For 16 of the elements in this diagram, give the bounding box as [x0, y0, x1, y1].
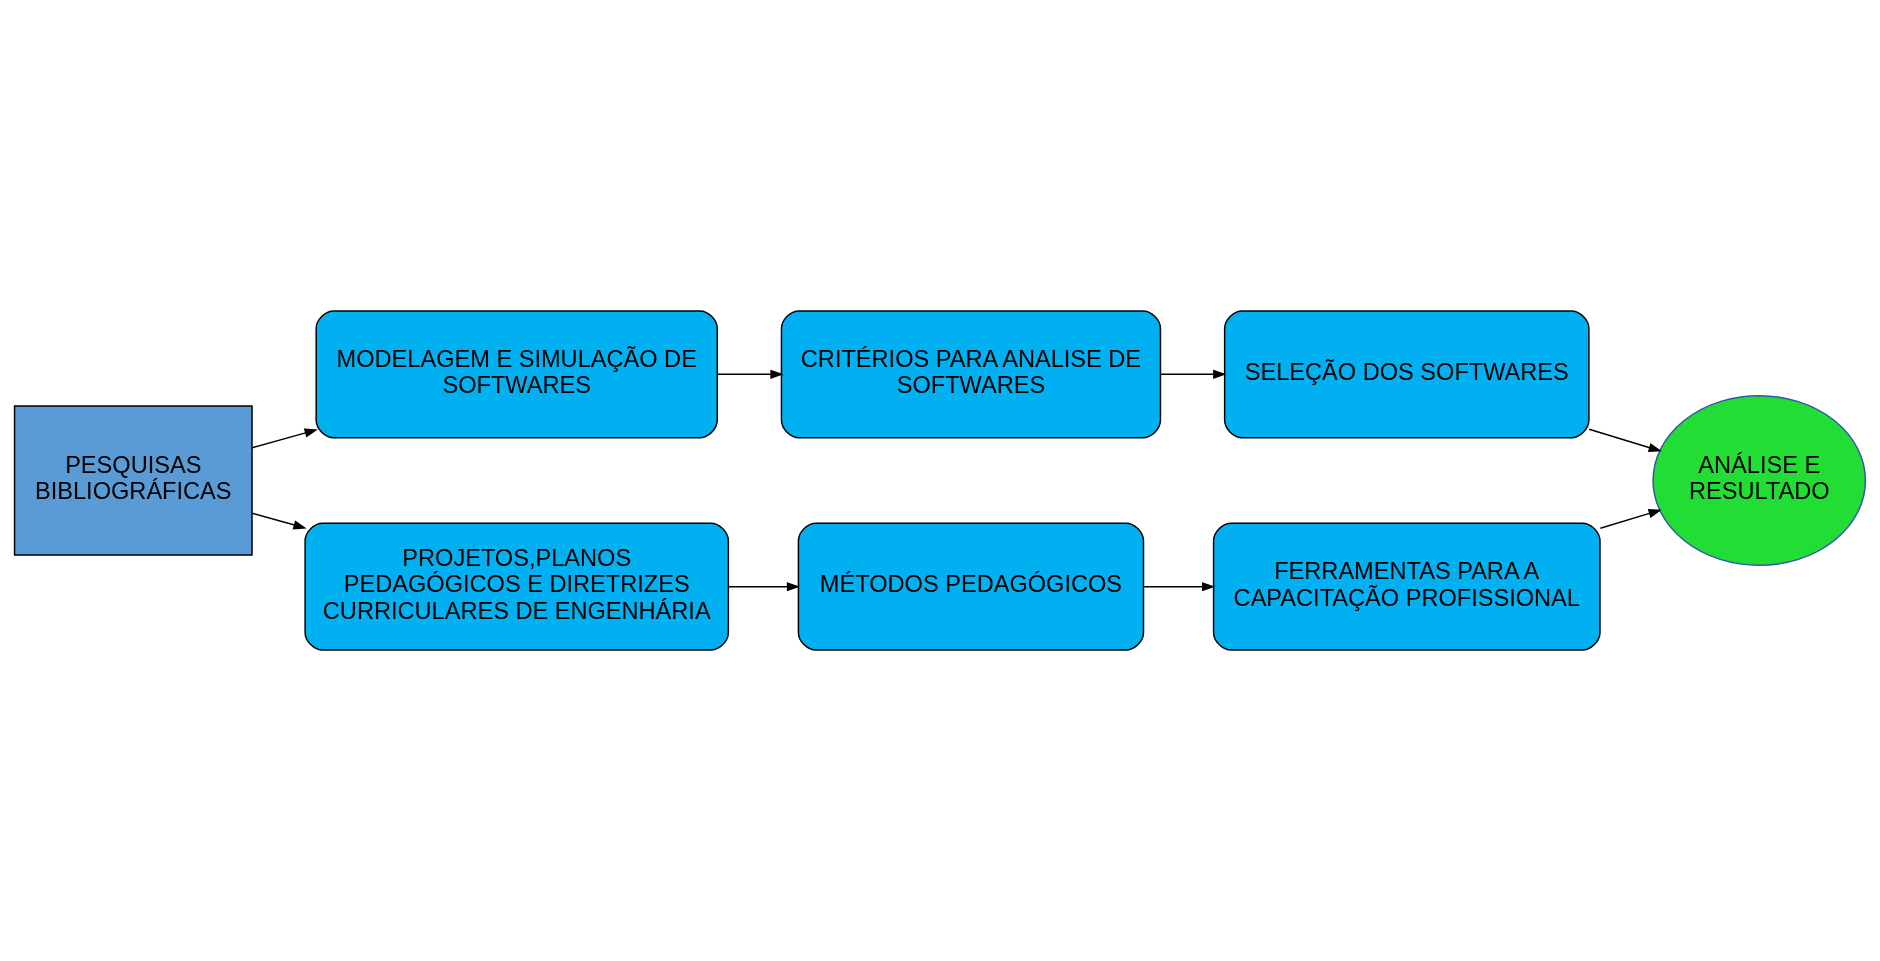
arrow [1588, 428, 1662, 452]
node-box: MÉTODOS PEDAGÓGICOS [797, 522, 1145, 651]
arrow [716, 369, 784, 379]
node-box: FERRAMENTAS PARA A CAPACITAÇÃO PROFISSIONAL [1212, 522, 1601, 651]
node-box: SELEÇÃO DOS SOFTWARES [1223, 310, 1590, 439]
node-box: MODELAGEM E SIMULAÇÃO DE SOFTWARES [315, 310, 719, 439]
arrow [251, 428, 318, 449]
node-box: CRITÉRIOS PARA ANALISE DE SOFTWARES [780, 310, 1162, 439]
arrow [727, 582, 801, 592]
arrow [251, 512, 307, 530]
node-box: PROJETOS,PLANOS PEDAGÓGICOS E DIRETRIZES CURRICULARES DE ENGENHÁRIA [304, 522, 730, 651]
arrow [1143, 582, 1216, 592]
arrow [1599, 509, 1662, 530]
node-ellipse: ANÁLISE E RESULTADO [1652, 394, 1867, 567]
arrow [1160, 369, 1227, 379]
node-box: PESQUISAS BIBLIOGRÁFICAS [13, 405, 253, 556]
